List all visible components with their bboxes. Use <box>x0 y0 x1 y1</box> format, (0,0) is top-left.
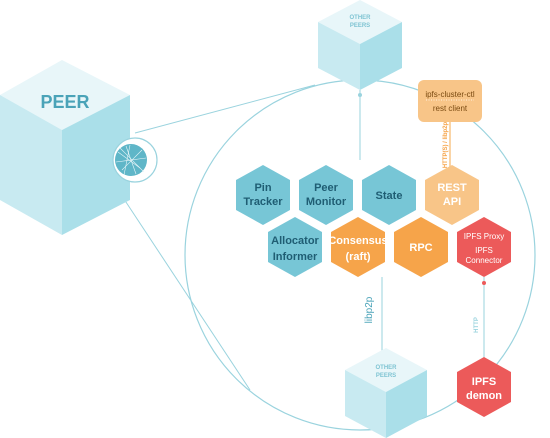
hex-allocator-informer: Allocator Informer <box>268 217 322 277</box>
connector-libp2p-label: libp2p <box>364 296 375 323</box>
ipfs-proxy-line2: IPFS <box>475 246 493 255</box>
ipfs-daemon-line2: demon <box>466 390 502 402</box>
zoom-network-icon <box>112 137 158 183</box>
pin-tracker-line2: Tracker <box>243 196 283 208</box>
ipfs-proxy-line1: IPFS Proxy <box>464 232 504 241</box>
peer-cube: PEER <box>0 60 130 235</box>
hex-rest-api: REST API <box>425 165 479 225</box>
other-peers-top-line1: OTHER <box>350 15 372 21</box>
other-peers-bottom-line1: OTHER <box>376 365 398 371</box>
pin-tracker-line1: Pin <box>254 182 271 194</box>
other-peers-top-line2: PEERS <box>350 23 370 29</box>
hex-pin-tracker: Pin Tracker <box>236 165 290 225</box>
allocator-line2: Informer <box>273 251 318 263</box>
ipfs-proxy-line3: Connector <box>466 256 503 265</box>
consensus-line2: (raft) <box>345 251 370 263</box>
allocator-line1: Allocator <box>271 235 319 247</box>
other-peers-top-cube: OTHER PEERS <box>318 0 402 90</box>
client-line2: rest client <box>433 104 468 113</box>
connector-ipfs-dot <box>482 281 486 285</box>
ipfs-daemon-line1: IPFS <box>472 376 496 388</box>
connector-rest-label: HTTP(S) / libp2p <box>443 122 449 169</box>
connector-ipfs-label: HTTP <box>474 317 480 333</box>
client-line1: ipfs-cluster-ctl <box>425 90 475 99</box>
hex-state: State <box>362 165 416 225</box>
connector-top-dot <box>358 93 362 97</box>
zoom-line-top <box>134 84 316 134</box>
peer-monitor-line1: Peer <box>314 182 339 194</box>
hex-ipfs-daemon: IPFS demon <box>457 357 511 417</box>
peer-label: PEER <box>40 92 89 112</box>
hex-ipfs-connector: IPFS Proxy IPFS Connector <box>457 217 511 277</box>
hex-consensus: Consensus (raft) <box>328 217 388 277</box>
hex-rpc: RPC <box>394 217 448 277</box>
other-peers-bottom-line2: PEERS <box>376 373 396 379</box>
other-peers-bottom-cube: OTHER PEERS <box>345 348 427 438</box>
state-line1: State <box>376 190 403 202</box>
peer-monitor-line2: Monitor <box>306 196 347 208</box>
rest-api-line1: REST <box>437 182 467 194</box>
hex-peer-monitor: Peer Monitor <box>299 165 353 225</box>
zoom-line-bottom <box>117 189 251 391</box>
rest-client-box: ipfs-cluster-ctl rest client <box>418 80 482 122</box>
consensus-line1: Consensus <box>328 235 387 247</box>
rest-api-line2: API <box>443 196 461 208</box>
rpc-line1: RPC <box>409 242 432 254</box>
